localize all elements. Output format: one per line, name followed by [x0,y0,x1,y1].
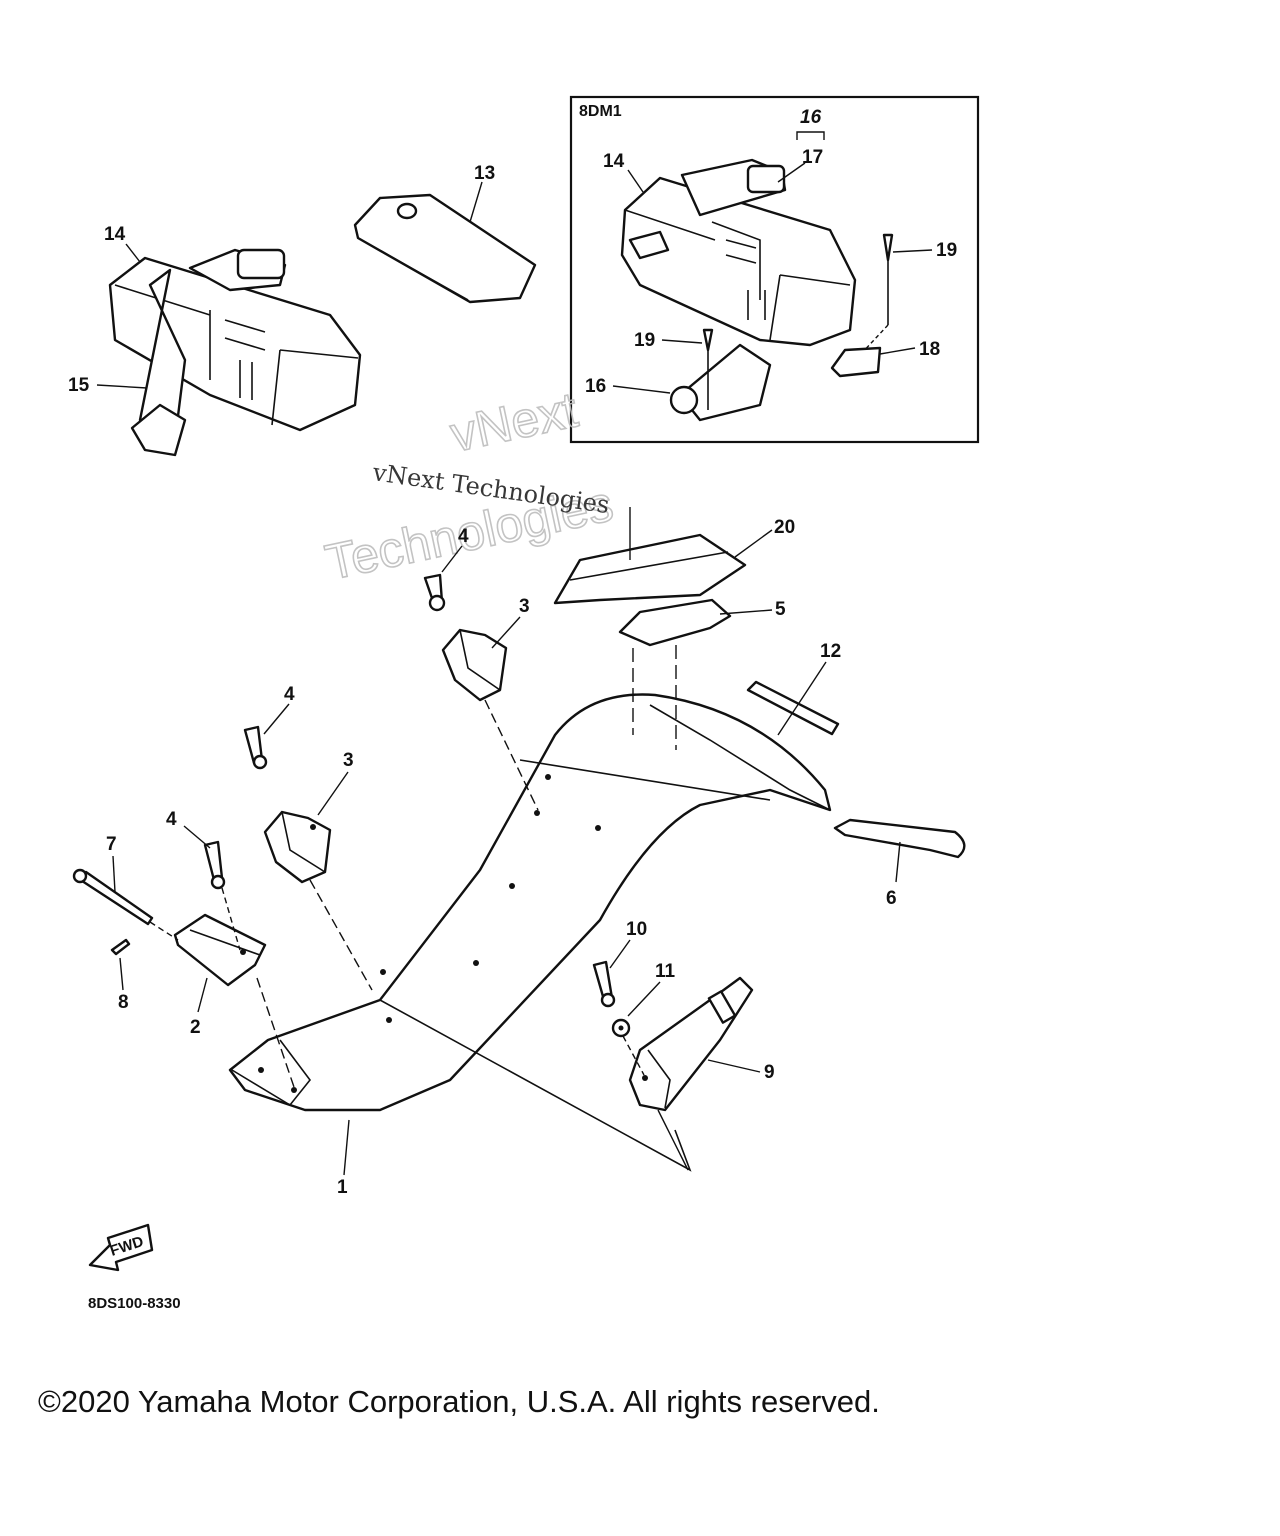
bolt-4-mid [243,725,268,770]
inset-8dm1: 8DM1 14 16 17 19 19 1 [569,95,980,444]
fwd-arrow: FWD [88,1223,154,1272]
callout-11: 11 [655,961,676,982]
grab-bar [833,818,966,859]
diagram-code: 8DS100-8330 [88,1295,181,1312]
callout-7: 7 [106,834,117,855]
callout-1: 1 [337,1177,348,1198]
callout-18-right: 18 [919,339,940,360]
callout-12: 12 [820,641,841,662]
callout-5: 5 [775,599,786,620]
callout-6: 6 [886,888,897,909]
copyright-notice: ©2020 Yamaha Motor Corporation, U.S.A. A… [38,1384,880,1419]
callout-4-mid: 4 [284,684,295,705]
callout-16-inset: 16 [585,376,606,397]
pin-8 [110,938,131,956]
trim-strip-12 [746,680,840,736]
callout-10: 10 [626,919,647,940]
callout-3-upper: 3 [519,596,530,617]
callout-3-lower: 3 [343,750,354,771]
callout-19-left: 19 [634,330,655,351]
callout-14-inset: 14 [603,151,625,172]
bracket-inset [669,233,894,422]
callout-4-lower: 4 [166,809,177,830]
callout-13: 13 [474,163,495,184]
bracket-2 [173,913,267,987]
tool-bag-inset [620,158,857,347]
decal-20 [553,533,747,605]
bracket-3-upper [441,628,508,702]
long-bolt-7 [72,868,154,926]
callout-20: 20 [774,517,795,538]
inset-title: 8DM1 [579,103,622,120]
washer-11 [611,1018,631,1038]
bracket-3-lower [263,810,332,884]
watermark-line2a: vNext [446,381,583,462]
bracket-9 [628,976,754,1112]
callout-17: 17 [802,147,823,168]
callout-9: 9 [764,1062,775,1083]
watermark: vNext Technologies vNext Technologies [320,381,619,592]
callout-14: 14 [104,224,126,245]
callout-8: 8 [118,992,129,1013]
decal-5 [618,598,732,647]
rear-fender [228,693,832,1172]
callout-4-upper: 4 [458,526,469,547]
callout-19-right: 19 [936,240,957,261]
bolt-10 [592,960,616,1008]
bolt-4-lower [203,840,226,890]
callout-15: 15 [68,375,90,396]
callout-16-inset-top: 16 [800,107,822,128]
tool-bag [108,248,362,457]
tool-cover [353,193,537,304]
callout-2: 2 [190,1017,201,1038]
bolt-4-upper [423,573,446,612]
